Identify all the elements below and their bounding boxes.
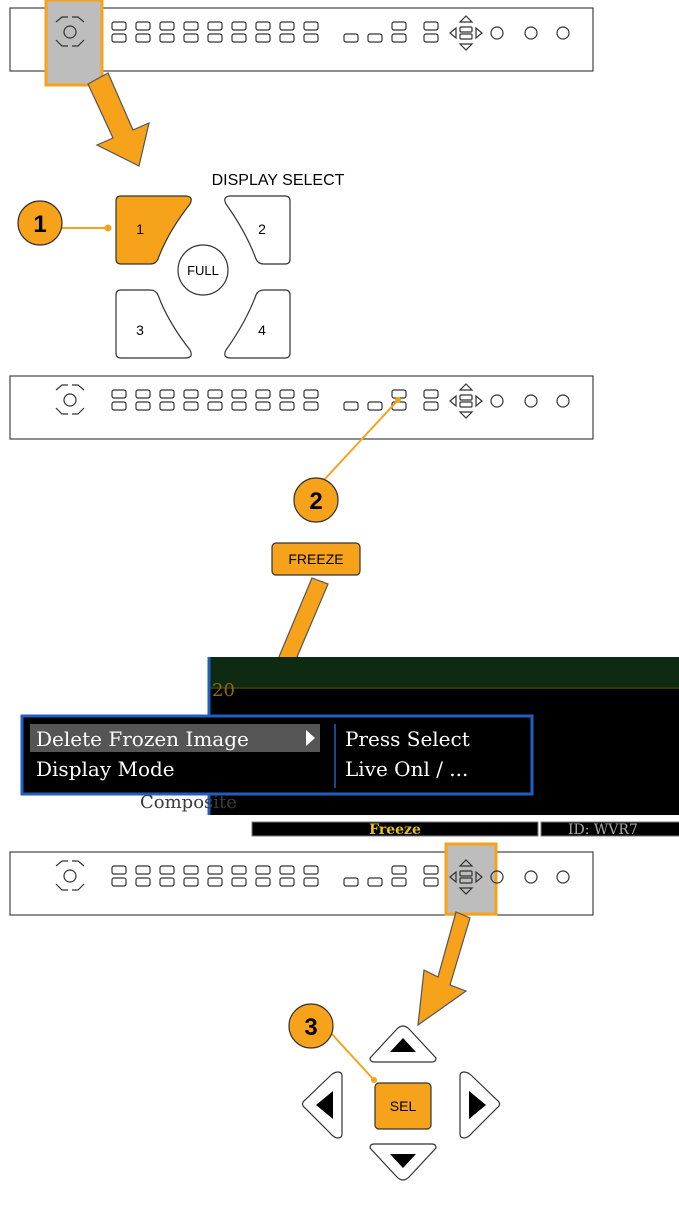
front-panel-bottom (9, 842, 594, 916)
left-arrow-icon (316, 1091, 333, 1119)
svg-text:Composite: Composite (140, 792, 237, 813)
freeze-menu-screenshot: 20 Delete Frozen Image Press Select Disp… (0, 657, 679, 838)
svg-text:2: 2 (258, 221, 266, 237)
svg-text:SEL: SEL (390, 1098, 417, 1114)
svg-text:1: 1 (33, 211, 46, 238)
pointer-arrow-1 (87, 72, 150, 167)
svg-text:ID: WVR7: ID: WVR7 (568, 822, 638, 838)
status-freeze: Freeze (369, 822, 421, 838)
display-select-button-4[interactable]: 4 (224, 289, 291, 359)
callout-1 (17, 200, 63, 246)
display-select-button-2[interactable]: 2 (224, 195, 291, 265)
right-arrow-button[interactable] (459, 1071, 501, 1139)
knob-highlight (44, 0, 104, 87)
svg-text:3: 3 (136, 322, 144, 338)
svg-text:4: 4 (258, 322, 266, 338)
right-arrow-icon (469, 1091, 486, 1119)
down-arrow-button[interactable] (369, 1143, 437, 1181)
menu-row-display-mode[interactable]: Display Mode Live Onl / ... (36, 757, 468, 781)
sel-button[interactable]: SEL (374, 1082, 432, 1130)
svg-text:FULL: FULL (187, 263, 219, 278)
front-panel-top (9, 0, 594, 87)
menu-row-delete-frozen-image[interactable]: Delete Frozen Image Press Select (36, 727, 470, 751)
pointer-arrow-3 (417, 911, 471, 1027)
freeze-button[interactable]: FREEZE (271, 542, 361, 576)
time-readout: 07:32:49 (0, 817, 87, 838)
front-panel-middle (9, 375, 594, 440)
up-arrow-icon (390, 1038, 416, 1052)
svg-text:3: 3 (304, 1014, 317, 1041)
svg-text:20: 20 (212, 680, 235, 701)
arrow-cluster-highlight (444, 842, 498, 916)
svg-text:1: 1 (136, 221, 144, 237)
svg-text:Press Select: Press Select (345, 727, 470, 751)
full-button[interactable]: FULL (177, 244, 229, 296)
display-select-button-1[interactable]: 1 (115, 195, 192, 265)
svg-text:Live Onl / ...: Live Onl / ... (345, 757, 468, 781)
menu-selected-row (30, 724, 320, 752)
callout-2 (293, 477, 339, 523)
up-arrow-button[interactable] (369, 1025, 437, 1063)
down-arrow-icon (390, 1154, 416, 1168)
callout-3 (288, 1003, 334, 1049)
display-select-button-3[interactable]: 3 (115, 289, 192, 359)
svg-text:Delete Frozen Image: Delete Frozen Image (36, 727, 249, 751)
left-arrow-button[interactable] (301, 1071, 343, 1139)
display-select-label: DISPLAY SELECT (212, 172, 345, 189)
svg-text:Display Mode: Display Mode (36, 757, 175, 781)
svg-text:2: 2 (309, 488, 322, 515)
svg-text:FREEZE: FREEZE (288, 551, 343, 567)
